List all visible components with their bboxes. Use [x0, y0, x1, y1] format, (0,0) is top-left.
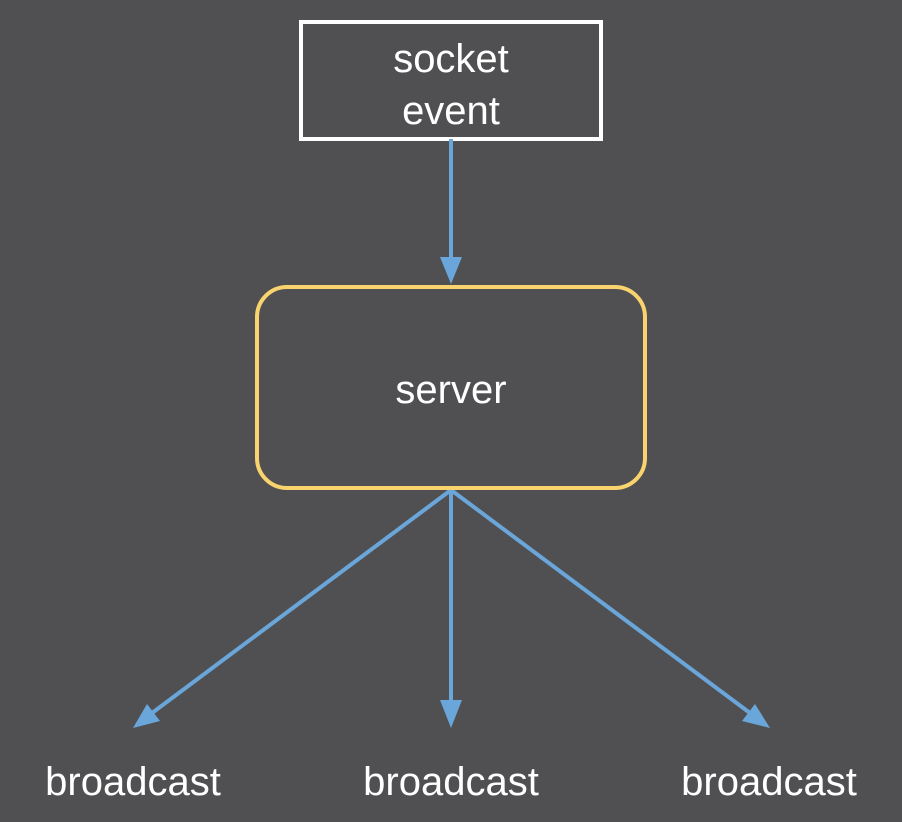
server-node: server [255, 285, 647, 490]
connector-arrows [133, 139, 770, 728]
socket-event-label-line1: socket [393, 37, 509, 81]
arrowhead-broadcast-right [742, 704, 770, 728]
server-box [255, 285, 647, 490]
arrow-server-to-broadcast-right [449, 488, 752, 715]
broadcast-label-center: broadcast [363, 760, 539, 804]
arrowhead-broadcast-left [133, 704, 160, 728]
broadcast-label-left: broadcast [45, 760, 221, 804]
broadcast-outputs: broadcast broadcast broadcast [45, 760, 857, 804]
broadcast-label-right: broadcast [681, 760, 857, 804]
server-label: server [395, 368, 506, 412]
arrowhead-broadcast-center [440, 700, 462, 728]
arrow-server-to-broadcast-left [150, 488, 453, 715]
socket-event-node: socket event [299, 20, 603, 141]
arrowhead-server [440, 257, 462, 284]
socket-event-label-line2: event [402, 89, 500, 133]
